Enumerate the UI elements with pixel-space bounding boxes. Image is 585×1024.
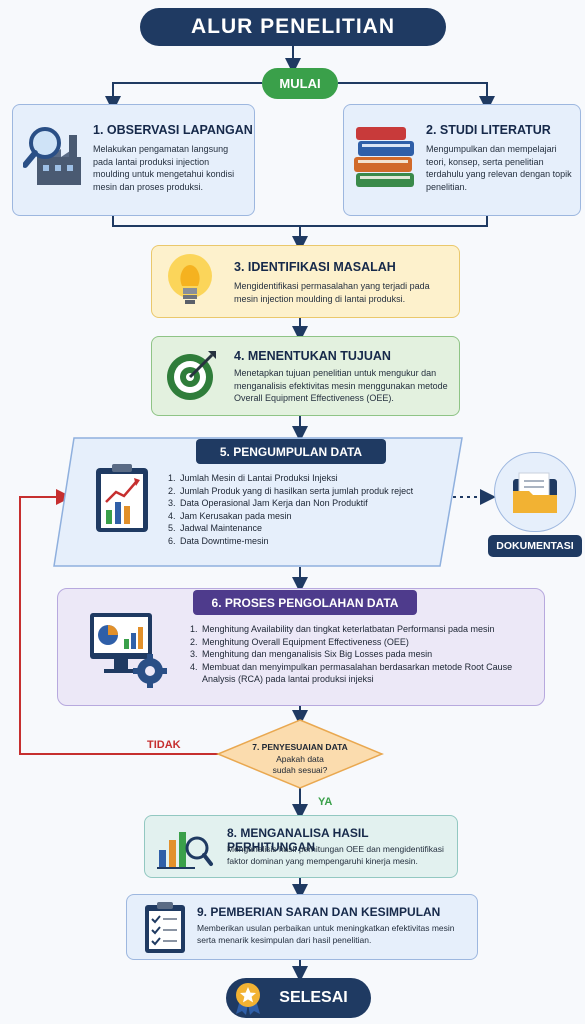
step-tujuan-heading: 4. MENENTUKAN TUJUAN (234, 349, 391, 363)
monitor-gear-icon (90, 613, 167, 688)
target-icon (167, 351, 216, 400)
folder-icon (513, 472, 557, 513)
medal-icon (236, 983, 260, 1015)
step-observasi-text: Melakukan pengamatan langsung pada lanta… (93, 144, 235, 192)
page-title: ALUR PENELITIAN (140, 8, 446, 46)
step-identifikasi-text: Mengidentifikasi permasalahan yang terja… (234, 281, 430, 304)
step-saran: 9. PEMBERIAN SARAN DAN KESIMPULAN Member… (126, 894, 478, 960)
step-literatur: 2. STUDI LITERATUR Mengumpulkan dan memp… (343, 104, 581, 216)
step-observasi: 1. OBSERVASI LAPANGAN Melakukan pengamat… (12, 104, 255, 216)
step-literatur-heading: 2. STUDI LITERATUR (426, 123, 551, 137)
list-item: Menghitung Overall Equipment Effectivene… (200, 636, 545, 649)
list-item: Menghitung dan menganalisis Six Big Loss… (200, 648, 545, 661)
list-item: Membuat dan menyimpulkan permasalahan be… (200, 661, 545, 686)
step-analisa-heading: 8. MENGANALISA HASIL PERHITUNGAN (227, 826, 369, 854)
step-pengumpulan-shape (53, 437, 463, 567)
list-item: Jam Kerusakan pada mesin (178, 510, 463, 523)
step-pengolahan-heading: 6. PROSES PENGOLAHAN DATA (193, 590, 417, 615)
checklist-icon (145, 902, 185, 953)
step-pengumpulan-heading: 5. PENGUMPULAN DATA (196, 439, 386, 464)
step-pengolahan-list: Menghitung Availability dan tingkat kete… (186, 623, 545, 686)
step-analisa-text: Menganalisis hasil perhitungan OEE dan m… (227, 844, 444, 866)
step-identifikasi: 3. IDENTIFIKASI MASALAH Mengidentifikasi… (151, 245, 460, 318)
magnifier-factory-icon (23, 127, 81, 185)
end-terminal: SELESAI (226, 978, 371, 1018)
list-item: Jumlah Produk yang di hasilkan serta jum… (178, 485, 463, 498)
dokumentasi-label: DOKUMENTASI (488, 535, 582, 557)
yes-label: YA (318, 796, 333, 808)
start-terminal: MULAI (262, 68, 338, 99)
step-tujuan: 4. MENENTUKAN TUJUAN Menetapkan tujuan p… (151, 336, 460, 416)
list-item: Menghitung Availability dan tingkat kete… (200, 623, 545, 636)
list-item: Data Downtime-mesin (178, 535, 463, 548)
books-icon (354, 127, 414, 187)
list-item: Jadwal Maintenance (178, 522, 463, 535)
step-pengolahan: Menghitung Availability dan tingkat kete… (57, 588, 545, 706)
step-literatur-text: Mengumpulkan dan mempelajari teori, kons… (426, 144, 572, 192)
clipboard-chart-icon (96, 464, 148, 532)
list-item: Data Operasional Jam Kerja dan Non Produ… (178, 497, 463, 510)
step-identifikasi-heading: 3. IDENTIFIKASI MASALAH (234, 260, 396, 274)
step-observasi-heading: 1. OBSERVASI LAPANGAN (93, 123, 253, 137)
step-saran-heading: 9. PEMBERIAN SARAN DAN KESIMPULAN (197, 905, 441, 919)
decision-question: Apakah data sudah sesuai? (272, 754, 328, 775)
end-label: SELESAI (279, 989, 348, 1006)
chart-magnifier-icon (157, 832, 213, 869)
dokumentasi-circle (494, 452, 576, 532)
start-label: MULAI (279, 76, 321, 91)
step-tujuan-text: Menetapkan tujuan penelitian untuk mengu… (234, 368, 448, 403)
step-analisa: 8. MENGANALISA HASIL PERHITUNGAN Mengana… (144, 815, 458, 878)
decision-heading: 7. PENYESUAIAN DATA (252, 742, 348, 752)
step-saran-text: Memberikan usulan perbaikan untuk mening… (197, 923, 455, 945)
no-label: TIDAK (147, 739, 181, 751)
list-item: Jumlah Mesin di Lantai Produksi Injeksi (178, 472, 463, 485)
lightbulb-icon (168, 254, 212, 304)
decision-diamond (216, 719, 384, 789)
step-pengumpulan-list: Jumlah Mesin di Lantai Produksi Injeksi … (164, 472, 463, 547)
